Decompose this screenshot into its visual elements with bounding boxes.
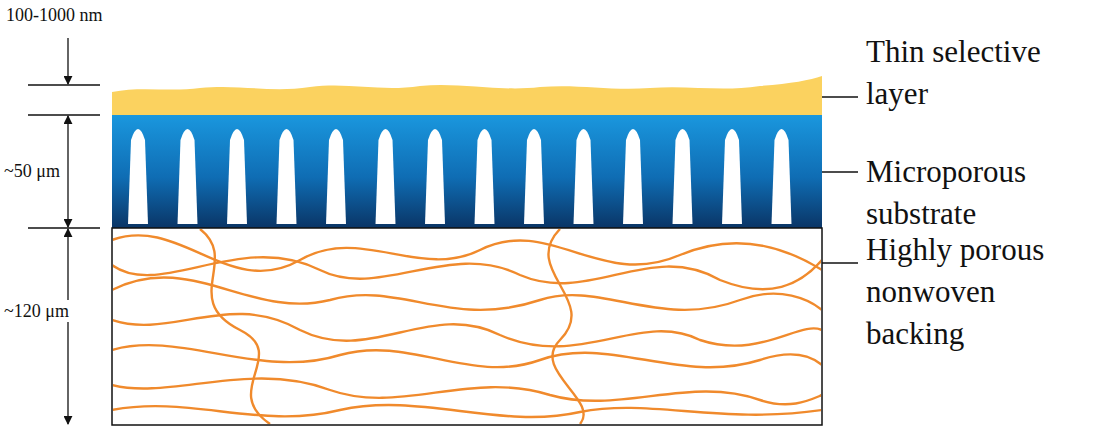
pore (376, 129, 396, 224)
pore (425, 129, 445, 224)
nonwoven-backing (112, 228, 822, 425)
layer-label: Thin selective layer (866, 31, 1101, 115)
pore (475, 129, 495, 224)
microporous-substrate (112, 115, 822, 228)
pore (623, 129, 643, 224)
dimension-lines (28, 38, 100, 424)
layer-label: Highly porous nonwoven backing (866, 229, 1101, 355)
leader-lines (822, 97, 858, 263)
dimension-label: 100-1000 nm (4, 4, 105, 26)
pore (277, 129, 297, 224)
pores (128, 129, 792, 224)
pore (722, 129, 742, 224)
fibers (113, 229, 821, 424)
pore (178, 129, 198, 224)
pore (128, 129, 148, 224)
dimension-label: ~50 μm (2, 160, 62, 182)
pore (524, 129, 544, 224)
selective-layer (112, 76, 822, 118)
pore (673, 129, 693, 224)
layer-label: Microporous substrate (866, 151, 1101, 235)
dimension-label: ~120 μm (2, 300, 71, 322)
pore (574, 129, 594, 224)
pore (326, 129, 346, 224)
pore (772, 129, 792, 224)
pore (227, 129, 247, 224)
